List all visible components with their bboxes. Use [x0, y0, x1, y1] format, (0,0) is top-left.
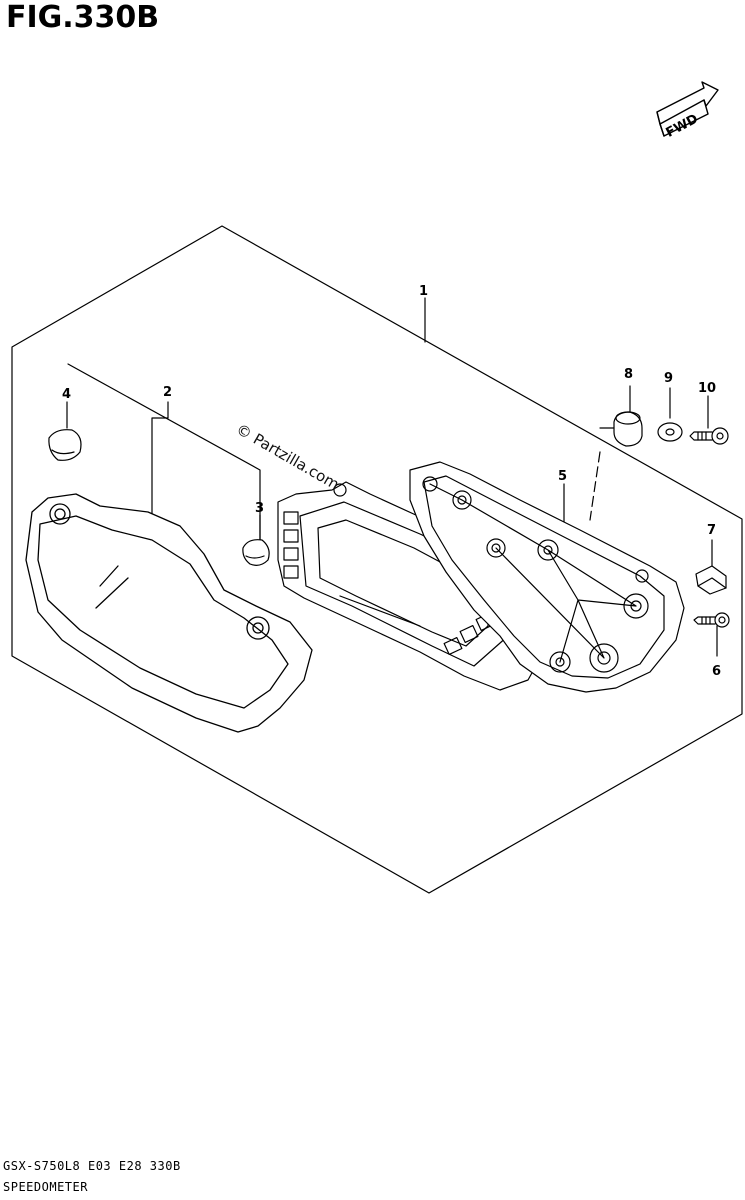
leader-2b	[151, 417, 169, 521]
part-5-rear-housing	[409, 461, 685, 693]
part-8-grommet	[599, 411, 643, 447]
part-2-lens-cover	[25, 493, 313, 733]
footer-model-code: GSX-S750L8 E03 E28 330B	[3, 1159, 181, 1173]
part-9-washer	[657, 422, 683, 442]
part-10-screw	[689, 427, 729, 445]
callout-2: 2	[163, 385, 172, 400]
part-6-screw	[693, 612, 730, 628]
callout-9: 9	[664, 371, 673, 386]
fwd-arrow-icon	[656, 81, 719, 137]
part-7-clip	[695, 565, 727, 595]
assembly-boundary	[11, 225, 743, 894]
footer-section-name: SPEEDOMETER	[3, 1180, 88, 1194]
callout-5: 5	[558, 469, 567, 484]
callout-3: 3	[255, 501, 264, 516]
part-4-cap	[48, 429, 82, 461]
part-3-grommet	[242, 539, 270, 566]
callout-8: 8	[624, 367, 633, 382]
callout-1: 1	[419, 284, 428, 299]
callout-4: 4	[62, 387, 71, 402]
figure-title: FIG.330B	[6, 0, 160, 35]
leader-5-dash	[589, 451, 601, 521]
callout-6: 6	[712, 664, 721, 679]
callout-10: 10	[698, 381, 716, 396]
callout-7: 7	[707, 523, 716, 538]
